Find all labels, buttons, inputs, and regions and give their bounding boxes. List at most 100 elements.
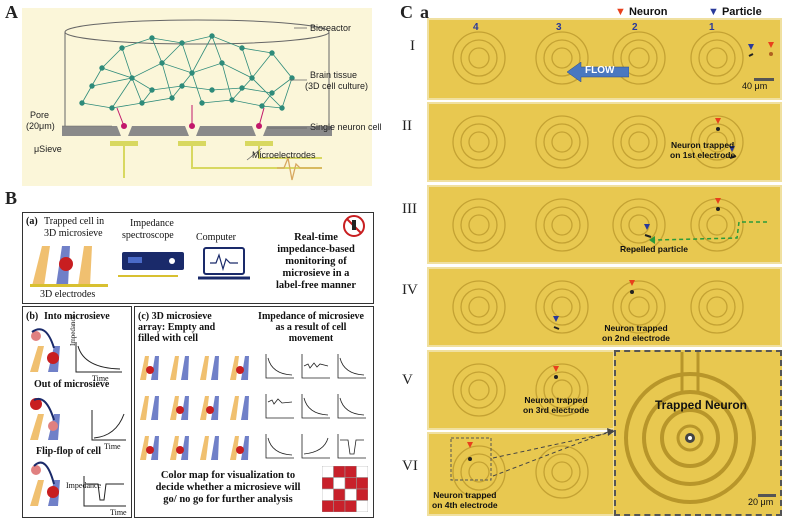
- caption-line: on 3rd electrode: [523, 405, 590, 415]
- b-c-title-line: array: Empty and: [138, 322, 216, 333]
- frame-IV: [427, 267, 782, 347]
- electrode-ring: [551, 47, 573, 69]
- b-c-colormap-text: Color map for visualization to decide wh…: [140, 470, 316, 506]
- electrode-ring: [690, 31, 744, 85]
- electrode-ring: [698, 39, 736, 77]
- caption-line: Neuron trapped: [604, 323, 668, 333]
- electrode-ring: [698, 206, 736, 244]
- legend-neuron-label: Neuron: [628, 6, 668, 18]
- realtime-line: Real-time: [294, 232, 338, 243]
- electrode-ring: [551, 214, 573, 236]
- electrode-ring: [551, 131, 573, 153]
- caption-line: Neuron trapped: [524, 395, 588, 405]
- b-a-realtime-block: Real-time impedance-based monitoring of …: [262, 232, 370, 292]
- electrode-ring: [468, 47, 490, 69]
- color-map-cell: [322, 488, 334, 501]
- electrode-ring: [452, 115, 506, 169]
- legend-particle: ▼ Particle: [708, 6, 762, 18]
- neuron-marker: [768, 42, 774, 48]
- b-c-title-line: filled with cell: [138, 333, 198, 344]
- electrode-ring: [706, 214, 728, 236]
- colormap-line: go/ no go for further analysis: [163, 494, 293, 505]
- realtime-line: microsieve in a: [282, 268, 350, 279]
- color-map-grid: [322, 466, 368, 512]
- realtime-line: monitoring of: [285, 256, 347, 267]
- row-numeral: IV: [402, 282, 418, 298]
- electrode-ring: [460, 371, 498, 409]
- electrode-ring: [452, 31, 506, 85]
- electrode-ring: [612, 115, 666, 169]
- electrode-ring: [460, 206, 498, 244]
- caption-line: Neuron trapped: [433, 490, 497, 500]
- electrode-ring: [706, 131, 728, 153]
- b-c-imp-title: Impedance of microsieve as a result of c…: [252, 311, 370, 344]
- label-sieve: μSieve: [34, 144, 62, 154]
- signal-trace: [277, 155, 322, 181]
- electrode-ring: [612, 31, 666, 85]
- caption-row-II: Neuron trapped on 1st electrode: [670, 140, 735, 160]
- electrode-ring: [535, 115, 589, 169]
- electrode-ring: [543, 206, 581, 244]
- b-a-spectroscope: spectroscope: [122, 230, 174, 241]
- electrode-ring: [460, 453, 498, 491]
- electrode-ring: [620, 206, 658, 244]
- label-single-neuron: Single neuron cell: [310, 122, 382, 132]
- row-numeral: VI: [402, 458, 418, 474]
- no-microscope-icon: [343, 215, 365, 237]
- label-brain-tissue: Brain tissue: [310, 70, 358, 80]
- frame-V: [427, 350, 615, 430]
- electrode-number: 4: [473, 22, 479, 33]
- label-bioreactor: Bioreactor: [310, 23, 352, 33]
- color-map-cell: [333, 477, 346, 490]
- electrode-ring: [698, 123, 736, 161]
- electrode-ring: [452, 198, 506, 252]
- color-map-cell: [333, 500, 346, 512]
- caption-row-III: Repelled particle: [620, 244, 688, 254]
- legend-neuron: ▼ Neuron: [615, 6, 667, 18]
- b-a-impedance: Impedance: [130, 218, 174, 229]
- b-a-sieve-diagram: [30, 246, 108, 287]
- scale-label: 40 μm: [742, 81, 768, 91]
- electrode-ring: [620, 123, 658, 161]
- electrode-ring: [535, 280, 589, 334]
- b-c-imp-line: movement: [288, 333, 334, 344]
- color-map-cell: [322, 500, 334, 512]
- b-c-impedance-curves: [265, 354, 366, 459]
- electrode-ring: [460, 288, 498, 326]
- electrode-ring: [468, 214, 490, 236]
- row-numeral: I: [410, 38, 415, 54]
- label-pore-size: (20μm): [26, 121, 55, 131]
- caption-line: Neuron trapped: [670, 140, 735, 150]
- color-map-cell: [356, 488, 368, 501]
- electrode-ring: [535, 31, 589, 85]
- b-a-trapped: Trapped cell in: [44, 216, 105, 227]
- electrode-ring: [468, 131, 490, 153]
- b-a-electrodes: 3D electrodes: [40, 289, 96, 300]
- electrode-ring: [468, 296, 490, 318]
- electrode-ring: [543, 453, 581, 491]
- electrode-ring: [628, 131, 650, 153]
- realtime-line: label-free manner: [276, 280, 356, 291]
- electrode-number: 3: [556, 22, 562, 33]
- color-map-cell: [344, 477, 357, 490]
- frame-VI: [427, 432, 615, 516]
- microelectrode: [178, 141, 206, 146]
- caption-line: on 2nd electrode: [602, 333, 671, 343]
- colormap-line: decide whether a microsieve will: [155, 482, 301, 493]
- b-c-imp-line: Impedance of microsieve: [258, 311, 364, 322]
- electrode-ring: [612, 280, 666, 334]
- electrode-ring: [551, 461, 573, 483]
- neuron-marker-icon: ▼: [615, 6, 626, 18]
- b-a-computer: Computer: [196, 232, 236, 243]
- b-b-xlabel: Time: [92, 374, 109, 383]
- electrode-ring: [612, 198, 666, 252]
- electrode-ring: [460, 123, 498, 161]
- spectroscope-icon: [118, 252, 184, 277]
- panel-letter-b: B: [5, 188, 18, 208]
- electrode-ring: [543, 123, 581, 161]
- row-numeral: V: [402, 372, 413, 388]
- b-b-tag: (b): [26, 311, 39, 322]
- electrode-ring: [535, 198, 589, 252]
- color-map-cell: [333, 488, 346, 501]
- row-numeral: II: [402, 118, 412, 134]
